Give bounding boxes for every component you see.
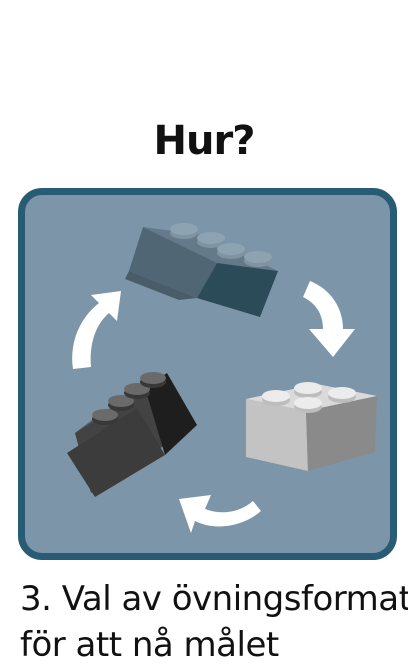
page-title: Hur? xyxy=(153,118,256,164)
lego-brick-icon xyxy=(67,372,197,497)
cycle-illustration-panel xyxy=(18,188,397,560)
caption: 3. Val av övningsformat för att nå målet xyxy=(20,576,408,668)
lego-brick-icon xyxy=(246,382,377,471)
lego-brick-icon xyxy=(125,223,278,317)
cycle-illustration xyxy=(67,223,377,533)
caption-line-2: för att nå målet xyxy=(20,625,279,665)
caption-line-1: 3. Val av övningsformat xyxy=(20,579,408,619)
cycle-arrow-icon xyxy=(72,281,355,533)
